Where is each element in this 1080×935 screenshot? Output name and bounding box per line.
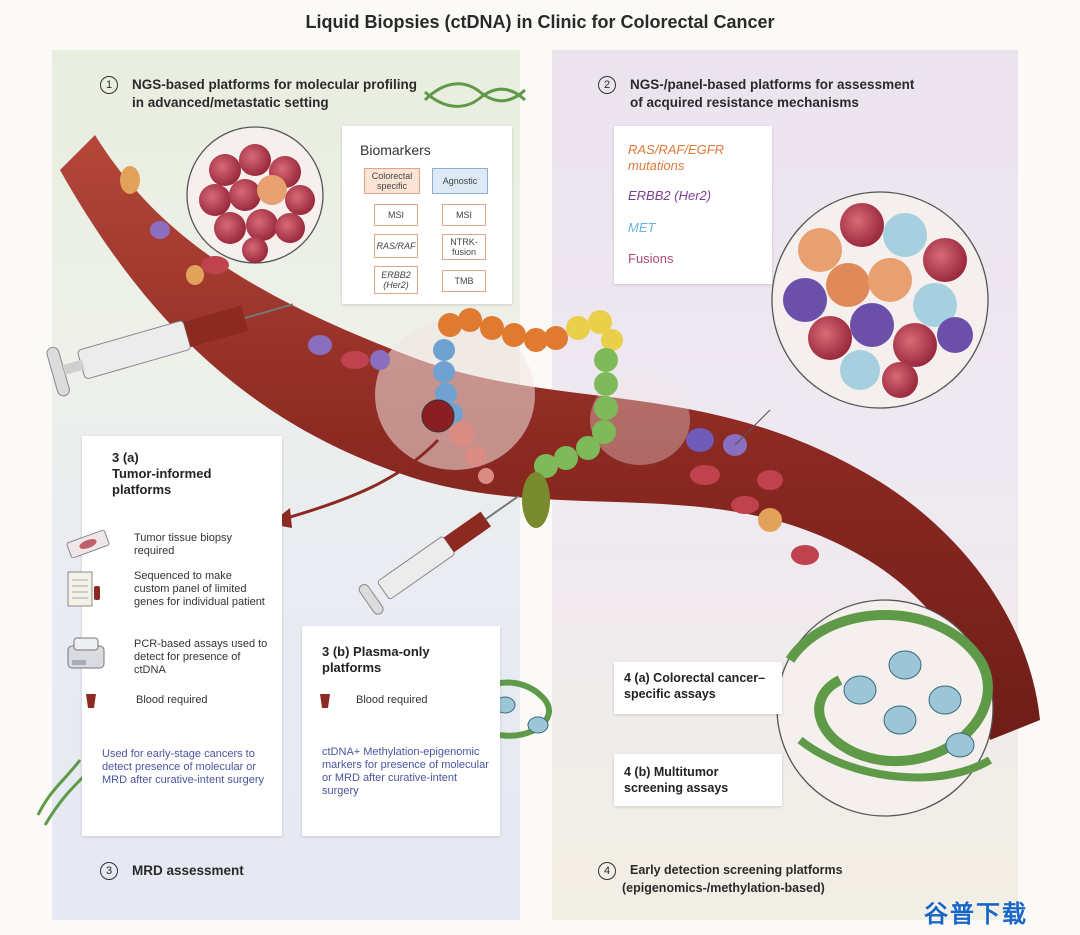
section4-footer-line2: (epigenomics-/methylation-based)	[622, 881, 825, 895]
biomarker-ras-raf: RAS/RAF	[374, 234, 418, 258]
tumor-informed-heading-line2: Tumor-informed	[112, 466, 212, 481]
syringe-top	[46, 303, 293, 397]
plasma-only-note: ctDNA+ Methylation-epigenomic markers fo…	[322, 746, 489, 797]
tumor-informed-note: Used for early-stage cancers to detect p…	[102, 748, 264, 786]
tumor-informed-item-biopsy: Tumor tissue biopsy required	[134, 532, 233, 557]
biomarker-colorectal-msi: MSI	[374, 204, 418, 226]
tissue-slide-icon	[66, 529, 110, 558]
multitumor-assays-card: 4 (b) Multitumor screening assays	[614, 754, 782, 806]
resistance-item-met: MET	[628, 220, 656, 235]
magnifier-line	[734, 409, 771, 446]
tumor-spot	[421, 399, 455, 433]
section2-heading: 2 NGS-/panel-based platforms for assessme…	[598, 76, 958, 111]
biomarker-ntrk-fusion: NTRK-fusion	[442, 234, 486, 260]
biomarker-tmb: TMB	[442, 270, 486, 292]
resistance-item-ras-raf-egfr: RAS/RAF/EGFR mutations	[628, 142, 725, 173]
pcr-machine-icon	[67, 637, 105, 669]
blood-tube-icon	[86, 694, 96, 708]
section2-number: 2	[598, 76, 616, 94]
tumor-cells-right	[783, 203, 973, 398]
section3-number: 3	[100, 862, 118, 880]
section4-footer-line1: Early detection screening platforms	[630, 863, 843, 877]
plasma-only-item-blood: Blood required	[356, 694, 428, 706]
section1-heading: 1 NGS-based platforms for molecular profi…	[100, 76, 440, 111]
section2-heading-line1: NGS-/panel-based platforms for assessmen…	[630, 77, 915, 92]
blood-tube-icon	[320, 694, 330, 708]
section1-heading-line2: in advanced/metastatic setting	[132, 95, 329, 110]
tumor-cells-left	[199, 144, 315, 263]
nucleosome-large	[785, 610, 993, 782]
resistance-item-fusions: Fusions	[628, 251, 674, 266]
tumor-informed-item-sequenced: Sequenced to make custom panel of limite…	[134, 570, 265, 608]
nucleosome-magnifier	[776, 599, 994, 817]
resistance-card: RAS/RAF/EGFR mutations ERBB2 (Her2) MET …	[614, 126, 772, 284]
watermark-logo: 谷普下载	[924, 901, 1028, 928]
biomarker-colorectal-header: Colorectal specific	[364, 168, 420, 194]
tumor-informed-card: 3 (a) Tumor-informed platforms Tumor tis…	[66, 436, 282, 836]
plasma-only-heading-line2: platforms	[322, 660, 382, 675]
blood-vessel	[60, 135, 1040, 740]
tumor-informed-item-pcr: PCR-based assays used to detect for pres…	[134, 638, 268, 676]
section1-number: 1	[100, 76, 118, 94]
arrow-line	[279, 438, 440, 522]
vessel-highlight	[590, 375, 690, 465]
tumor-informed-heading-line3: platforms	[112, 482, 172, 497]
multitumor-assays-heading: 4 (b) Multitumor screening assays	[624, 764, 774, 796]
plasma-only-heading-line1: 3 (b) Plasma-only	[322, 644, 430, 659]
colorectal-assays-card: 4 (a) Colorectal cancer– specific assays	[614, 662, 782, 714]
section3-footer-label: MRD assessment	[132, 863, 244, 878]
plasma-only-heading: 3 (b) Plasma-only platforms	[322, 644, 492, 676]
dna-icon-top	[423, 82, 527, 108]
figure-title: Liquid Biopsies (ctDNA) in Clinic for Co…	[305, 12, 775, 32]
tumor-informed-heading-line1: 3 (a)	[112, 450, 139, 465]
section4-number: 4	[598, 862, 616, 880]
colon-illustration	[421, 308, 623, 528]
section1-heading-line1: NGS-based platforms for molecular profil…	[132, 77, 418, 92]
tumor-informed-item-blood: Blood required	[136, 694, 208, 706]
multitumor-assays-line1: 4 (b) Multitumor	[624, 765, 719, 779]
section4-footer: 4 Early detection screening platforms (ep…	[598, 862, 898, 897]
sequencing-document-icon	[67, 571, 100, 607]
section3-footer: 3 MRD assessment	[100, 862, 400, 880]
plasma-only-card: 3 (b) Plasma-only platforms Blood requir…	[302, 626, 500, 836]
colorectal-assays-line2: specific assays	[624, 687, 716, 701]
tumor-informed-heading: 3 (a) Tumor-informed platforms	[112, 450, 272, 498]
biomarkers-title: Biomarkers	[360, 142, 431, 158]
biomarker-erbb2: ERBB2 (Her2)	[374, 266, 418, 294]
biomarker-agnostic-msi: MSI	[442, 204, 486, 226]
section2-heading-line2: of acquired resistance mechanisms	[630, 95, 859, 110]
syringe-bottom	[358, 495, 520, 615]
biomarkers-card: Biomarkers Colorectal specific Agnostic …	[342, 126, 512, 304]
biomarker-agnostic-header: Agnostic	[432, 168, 488, 194]
blood-cells	[120, 166, 819, 565]
colorectal-assays-line1: 4 (a) Colorectal cancer–	[624, 671, 766, 685]
colorectal-assays-heading: 4 (a) Colorectal cancer– specific assays	[624, 670, 784, 702]
multitumor-assays-line2: screening assays	[624, 781, 729, 795]
resistance-item-erbb2: ERBB2 (Her2)	[628, 188, 712, 203]
